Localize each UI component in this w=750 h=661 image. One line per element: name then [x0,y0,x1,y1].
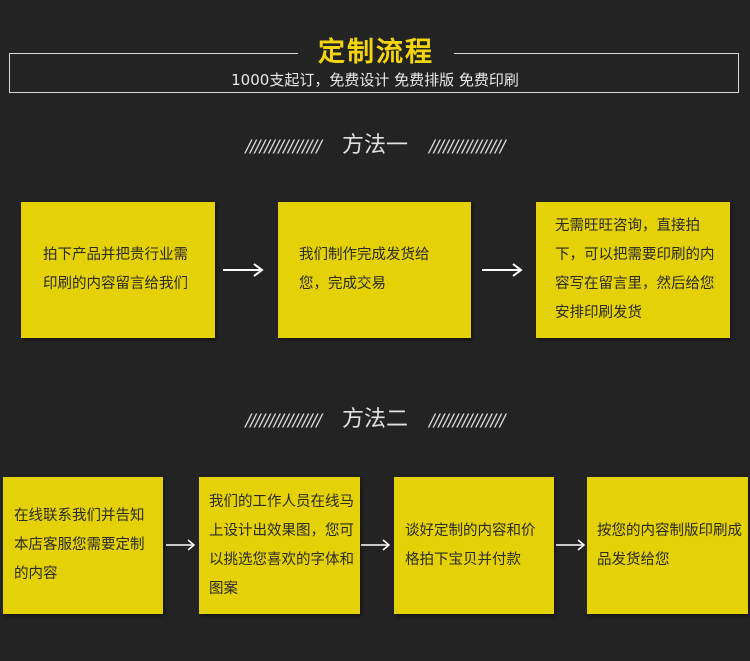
arrow-right-icon [166,539,196,551]
method2-slashes-right: //////////////// [429,411,506,431]
method1-step-2-text: 我们制作完成发货给您，完成交易 [299,247,430,292]
method1-title: 方法一 [341,133,408,158]
method1-step-2: 我们制作完成发货给您，完成交易 [278,202,471,338]
method1-step-1: 拍下产品并把贵行业需印刷的内容留言给我们 [21,202,215,338]
arrow-right-icon [361,539,391,551]
method2-slashes-left: //////////////// [245,411,322,431]
arrow-right-icon [223,263,264,277]
method2-step-2-text: 我们的工作人员在线马上设计出效果图，您可以挑选您喜欢的字体和图案 [209,493,354,597]
method1-step-3: 无需旺旺咨询，直接拍下，可以把需要印刷的内容写在留言里，然后给您安排印刷发货 [536,202,730,338]
page-title: 定制流程 [298,36,454,70]
method2-title: 方法二 [341,407,408,432]
method1-heading: //////////////// 方法一 //////////////// [0,132,750,161]
method2-step-4: 按您的内容制版印刷成品发货给您 [587,477,748,614]
method2-step-3: 谈好定制的内容和价格拍下宝贝并付款 [394,477,554,614]
method1-slashes-right: //////////////// [429,137,506,157]
method2-step-4-text: 按您的内容制版印刷成品发货给您 [597,522,742,568]
method1-slashes-left: //////////////// [245,137,322,157]
method2-step-2: 我们的工作人员在线马上设计出效果图，您可以挑选您喜欢的字体和图案 [199,477,360,614]
method2-step-1: 在线联系我们并告知本店客服您需要定制的内容 [3,477,163,614]
method1-step-3-text: 无需旺旺咨询，直接拍下，可以把需要印刷的内容写在留言里，然后给您安排印刷发货 [555,218,715,321]
method2-step-3-text: 谈好定制的内容和价格拍下宝贝并付款 [405,522,536,568]
arrow-right-icon [556,539,586,551]
method2-step-1-text: 在线联系我们并告知本店客服您需要定制的内容 [14,508,145,582]
page-subtitle: 1000支起订，免费设计 免费排版 免费印刷 [231,71,519,89]
arrow-right-icon [482,263,523,277]
method1-step-1-text: 拍下产品并把贵行业需印刷的内容留言给我们 [43,247,188,292]
method2-heading: //////////////// 方法二 //////////////// [0,406,750,435]
